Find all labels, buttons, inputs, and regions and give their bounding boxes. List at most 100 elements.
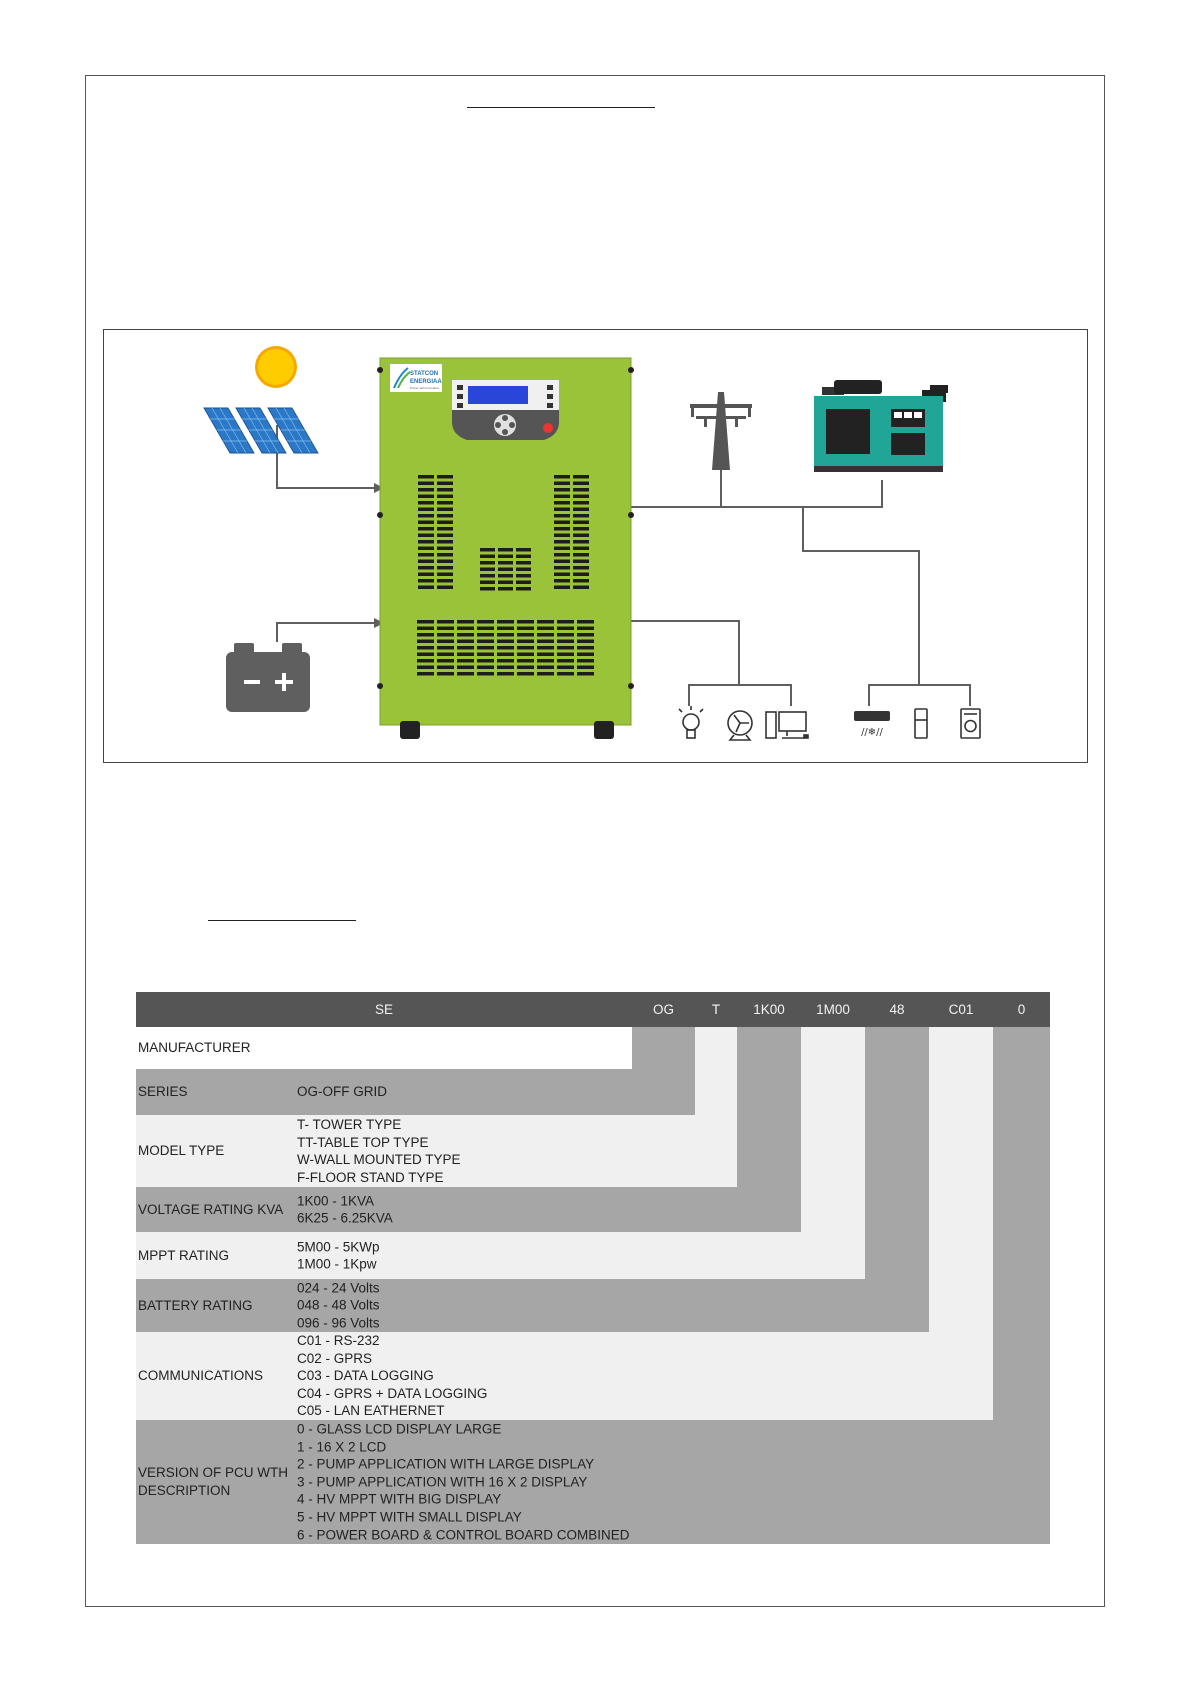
power-icon [543, 423, 553, 433]
vent-slot [557, 626, 574, 630]
vent-slot [498, 587, 513, 591]
vent-slot [577, 659, 594, 663]
vent-slot [437, 481, 453, 485]
vent-slot [417, 633, 434, 637]
code-48: 48 [889, 1002, 905, 1017]
vent-slot [573, 527, 589, 531]
control-panel [452, 380, 559, 440]
vent-slot [554, 572, 570, 576]
vent-slot [437, 475, 453, 479]
sun-icon [255, 346, 297, 388]
row-desc: T- TOWER TYPE TT-TABLE TOP TYPE W-WALL M… [297, 1116, 461, 1185]
vent-slot [517, 620, 534, 624]
code-0: 0 [1017, 1002, 1026, 1017]
vent-slot [573, 559, 589, 563]
row-label: SERIES [138, 1084, 188, 1099]
vent-slot [457, 633, 474, 637]
vent-slot [573, 514, 589, 518]
arrow-solar [374, 483, 384, 493]
code-t: T [711, 1002, 721, 1017]
generator-icon [814, 380, 948, 472]
vent-slot [554, 475, 570, 479]
vent-slot [498, 548, 513, 552]
vent-slot [437, 659, 454, 663]
vent-slot [477, 652, 494, 656]
vent-slot [554, 579, 570, 583]
vent-slot [517, 672, 534, 676]
vent-slot [557, 652, 574, 656]
refrigerator-icon [914, 708, 928, 739]
vent-slot [554, 501, 570, 505]
code-table: SE OG T 1K00 1M00 48 C01 0 MANUFACTURER … [136, 992, 1050, 1544]
vent-slot [417, 639, 434, 643]
bar-48 [865, 1027, 929, 1317]
vent-slot [497, 626, 514, 630]
vent-slot [437, 546, 453, 550]
arrow-battery [374, 618, 384, 628]
pcu-cabinet: STATCON ENERGIAA Power with Innovation [377, 357, 634, 739]
vent-slot [573, 572, 589, 576]
vent-slot [480, 561, 495, 565]
vent-slot [418, 494, 434, 498]
vent-slot [418, 566, 434, 570]
vent-slot [477, 620, 494, 624]
vent-slot [480, 580, 495, 584]
vent-slot [437, 639, 454, 643]
vent-slot [437, 579, 453, 583]
vent-slot [517, 626, 534, 630]
vent-slot [537, 652, 554, 656]
row-label: VOLTAGE RATING KVA [138, 1201, 284, 1217]
vent-slot [477, 633, 494, 637]
vent-slot [577, 620, 594, 624]
vent-slot [497, 633, 514, 637]
vent-slot [437, 585, 453, 589]
vent-slot [517, 633, 534, 637]
vent-slot [437, 646, 454, 650]
vent-slot [573, 540, 589, 544]
vent-slot [457, 639, 474, 643]
vent-slot [537, 633, 554, 637]
vent-slot [437, 514, 453, 518]
vent-slot [457, 665, 474, 669]
washing-machine-icon [960, 708, 981, 739]
vent-slot [537, 639, 554, 643]
vent-slot [554, 494, 570, 498]
vent-slot [573, 533, 589, 537]
vent-slot [554, 585, 570, 589]
vent-slot [516, 561, 531, 565]
vent-slot [437, 507, 453, 511]
vent-slot [577, 633, 594, 637]
row-desc: 1K00 - 1KVA 6K25 - 6.25KVA [297, 1192, 393, 1226]
brand-tag: Power with Innovation [410, 386, 440, 390]
vent-slot [498, 567, 513, 571]
vent-slot [537, 672, 554, 676]
vent-slot [577, 652, 594, 656]
vent-slot [554, 540, 570, 544]
vent-slot [417, 652, 434, 656]
vent-slot [537, 665, 554, 669]
vent-slot [418, 579, 434, 583]
vent-slot [417, 672, 434, 676]
vent-slot [457, 646, 474, 650]
vent-slot [537, 659, 554, 663]
vent-slot [457, 620, 474, 624]
code-series: SE [374, 1002, 393, 1017]
vent-slot [557, 659, 574, 663]
vent-slot [418, 527, 434, 531]
code-c01: C01 [948, 1002, 974, 1017]
vent-slot [437, 501, 453, 505]
vent-slot [437, 572, 453, 576]
row-label: BATTERY RATING [138, 1297, 253, 1313]
vent-slot [418, 501, 434, 505]
code-og: OG [652, 1002, 674, 1017]
brand-sub: ENERGIAA [410, 379, 442, 385]
vent-slot [418, 488, 434, 492]
computer-icon [765, 711, 809, 739]
vent-slot [437, 559, 453, 563]
vent-slot [517, 646, 534, 650]
vent-slot [577, 665, 594, 669]
vent-slot [516, 554, 531, 558]
vent-slot [554, 553, 570, 557]
vent-slot [497, 665, 514, 669]
vent-slot [497, 659, 514, 663]
